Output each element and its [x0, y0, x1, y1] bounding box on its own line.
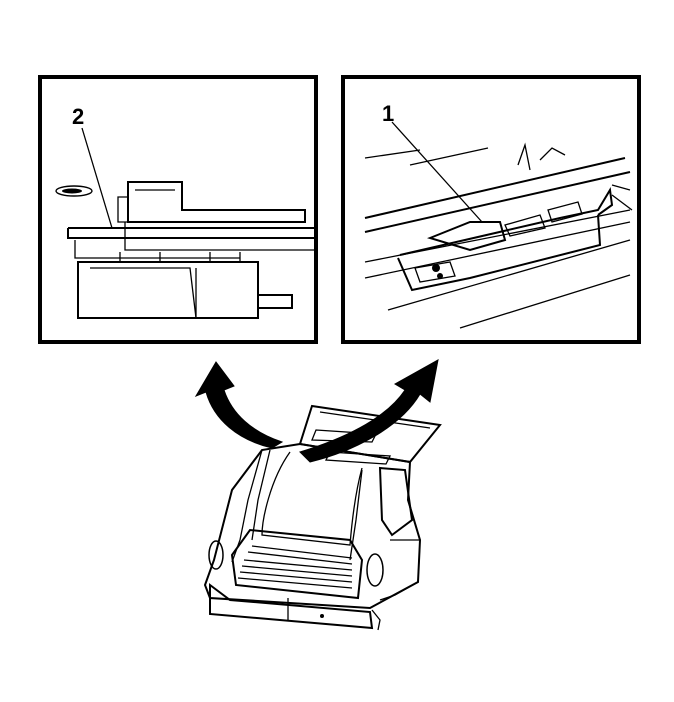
lower-housing: [77, 261, 259, 319]
left-tail-lamp: [208, 540, 224, 570]
left-curved-arrow: [194, 361, 284, 449]
callout-leader-1: [391, 121, 483, 223]
callout-leader-2: [81, 127, 113, 229]
rear-bumper: [209, 583, 374, 630]
left-panel-frame: [38, 75, 318, 344]
right-curved-arrow: [299, 359, 439, 463]
callout-number-1: 1: [382, 101, 394, 126]
rail: [67, 228, 316, 239]
left-detail-panel: 2: [38, 75, 318, 344]
cargo-floor: [230, 528, 364, 600]
right-detail-panel: 1: [341, 75, 641, 344]
cargo-floor-ribs: [237, 545, 353, 589]
callout-number-2: 2: [72, 104, 84, 129]
right-tail-lamp: [366, 553, 384, 587]
right-panel-frame: [341, 75, 641, 344]
side-window: [378, 466, 414, 537]
pointer-arrows: [194, 359, 439, 463]
vehicle-rear-view: [203, 404, 442, 631]
upper-bracket: [127, 181, 306, 223]
